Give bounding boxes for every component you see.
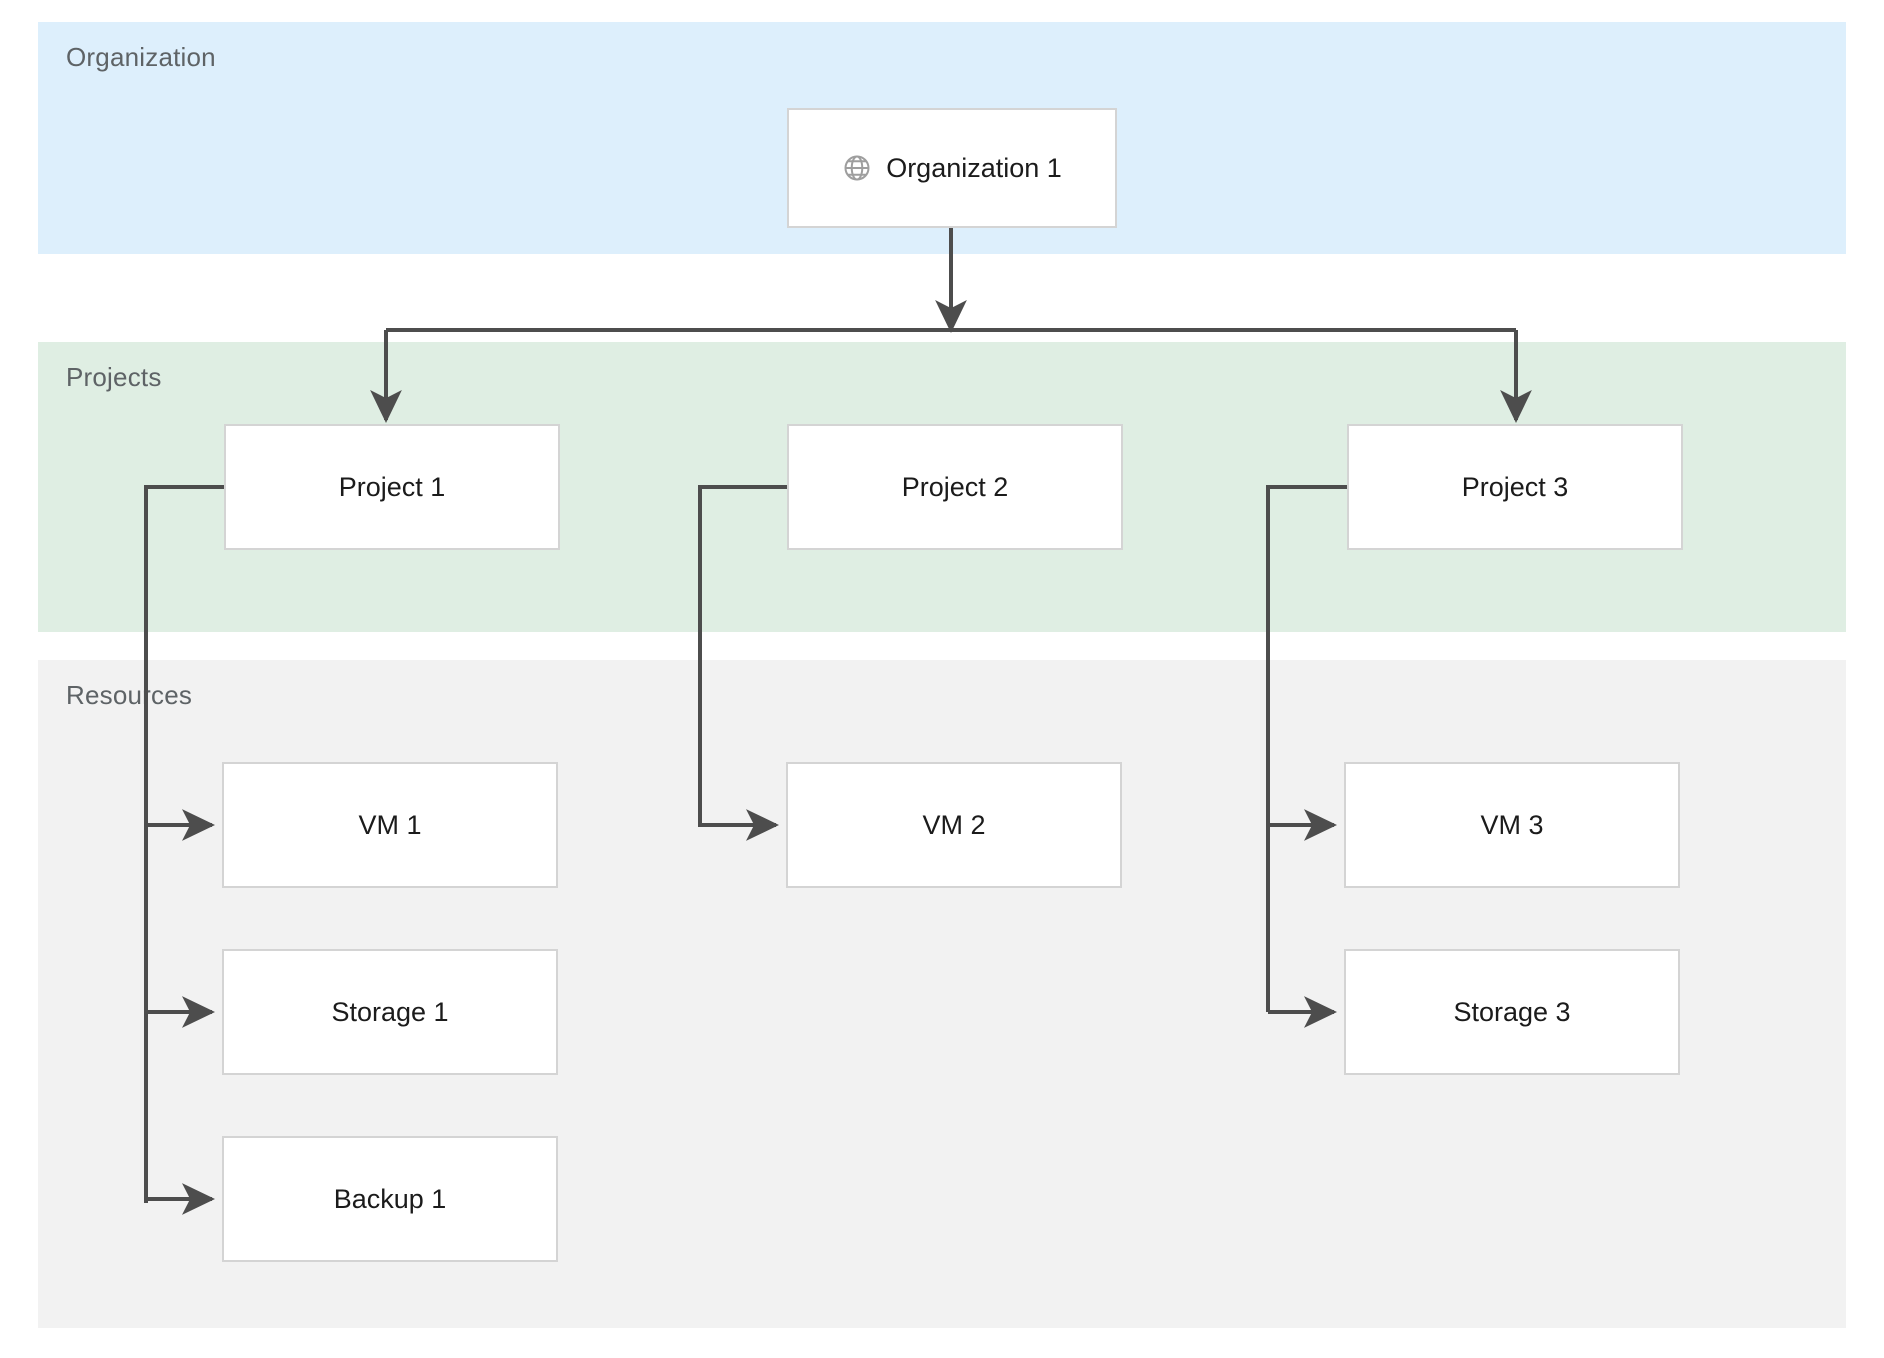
node-label-vm-1: VM 1 — [358, 809, 422, 840]
node-project-3[interactable]: Project 3 — [1347, 424, 1683, 550]
node-storage-1[interactable]: Storage 1 — [222, 949, 558, 1075]
node-storage-3[interactable]: Storage 3 — [1344, 949, 1680, 1075]
node-project-1[interactable]: Project 1 — [224, 424, 560, 550]
node-label-project-2: Project 2 — [901, 471, 1009, 502]
node-label-project-3: Project 3 — [1461, 471, 1569, 502]
node-vm-1[interactable]: VM 1 — [222, 762, 558, 888]
node-label-backup-1: Backup 1 — [333, 1183, 447, 1214]
node-label-vm-3: VM 3 — [1480, 809, 1544, 840]
band-label-organization: Organization — [66, 42, 216, 72]
node-label-vm-2: VM 2 — [922, 809, 986, 840]
band-label-resources: Resources — [66, 680, 193, 710]
node-organization-1[interactable]: Organization 1 — [787, 108, 1117, 228]
node-vm-3[interactable]: VM 3 — [1344, 762, 1680, 888]
globe-icon — [844, 155, 870, 181]
node-label-organization-1: Organization 1 — [886, 152, 1062, 183]
node-project-2[interactable]: Project 2 — [787, 424, 1123, 550]
band-label-projects: Projects — [66, 362, 162, 392]
node-label-storage-1: Storage 1 — [331, 996, 449, 1027]
node-label-project-1: Project 1 — [338, 471, 446, 502]
node-vm-2[interactable]: VM 2 — [786, 762, 1122, 888]
node-label-storage-3: Storage 3 — [1453, 996, 1571, 1027]
node-backup-1[interactable]: Backup 1 — [222, 1136, 558, 1262]
